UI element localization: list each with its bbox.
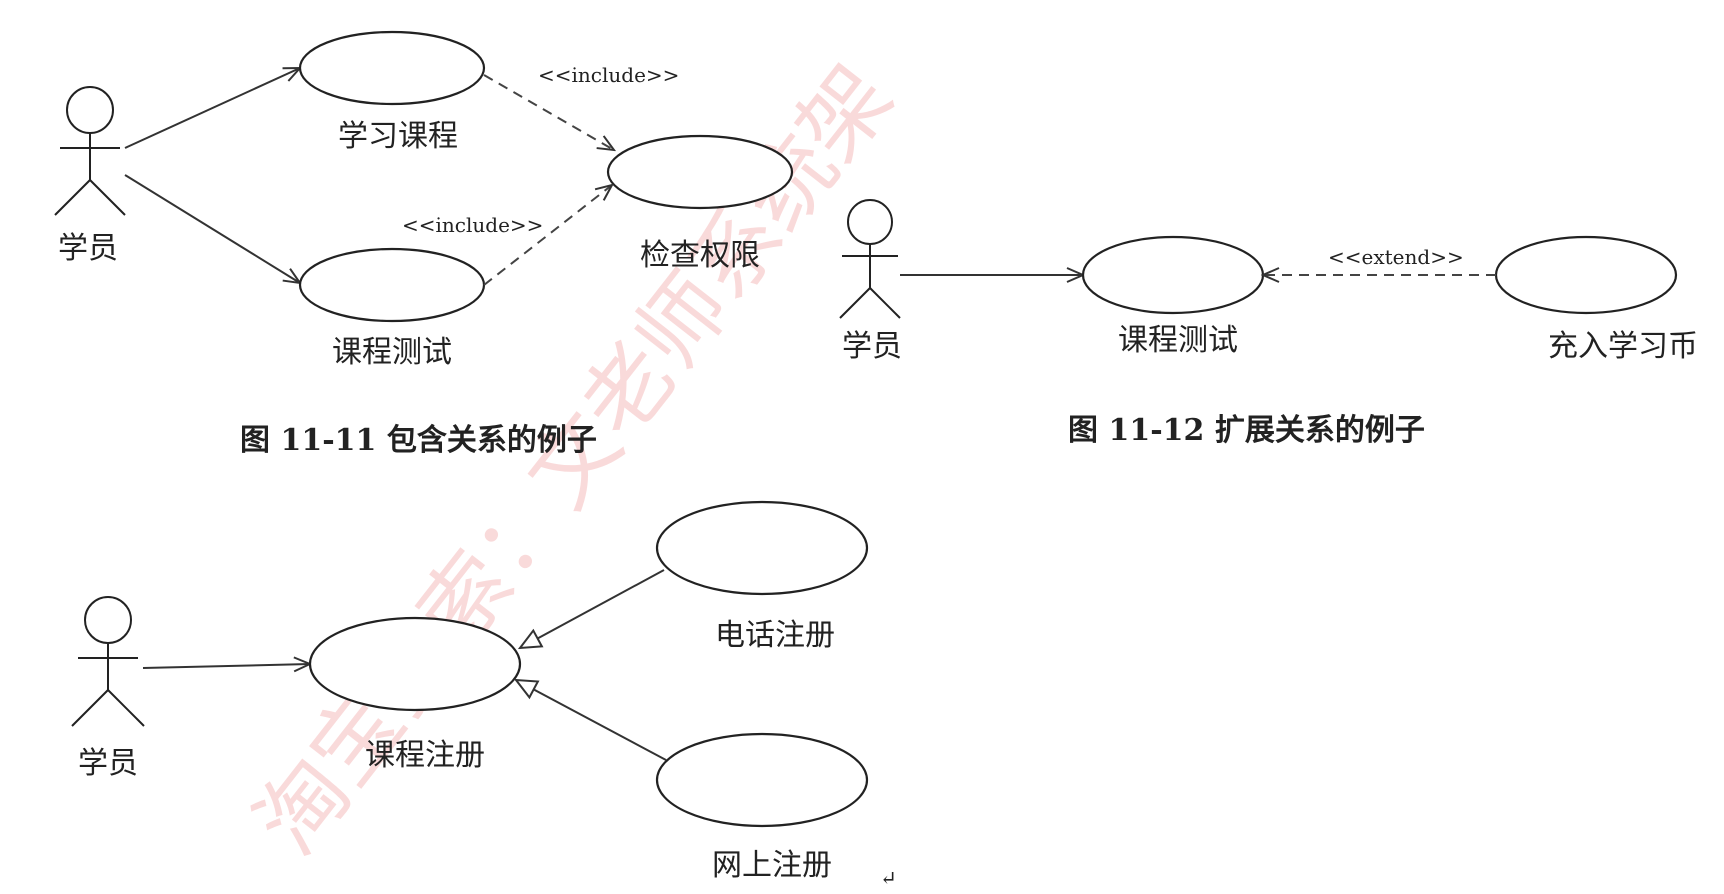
actor-figure-3 (71, 596, 145, 727)
actor-label-1: 学员 (58, 231, 118, 266)
usecase-check-label: 检查权限 (640, 238, 760, 273)
usecase-test-label: 课程测试 (332, 335, 452, 370)
figure-generalization: 学员 课程注册 电话注册 网上注册 ↵ (71, 500, 897, 890)
include-study-check (483, 74, 614, 150)
figure-extend: 学员 课程测试 充入学习币 <<extend>> 图 11-12 扩展关系的例子 (839, 199, 1698, 448)
extend-label: <<extend>> (1328, 245, 1464, 269)
usecase-test-2-label: 课程测试 (1118, 323, 1238, 358)
usecase-check (606, 134, 794, 210)
usecase-register-label: 课程注册 (365, 738, 485, 773)
usecase-study-label: 学习课程 (338, 119, 458, 154)
usecase-online (655, 732, 869, 828)
usecase-test-2 (1081, 235, 1265, 315)
paragraph-mark: ↵ (880, 866, 897, 890)
assoc-actor-register (142, 664, 310, 668)
assoc-actor-study (124, 68, 300, 149)
figure-include: 学员 学习课程 课程测试 检查权限 <<include>> <<include>… (54, 30, 794, 458)
generalization-online-register (516, 680, 667, 761)
actor-figure-2 (839, 199, 901, 319)
assoc-actor-test (124, 174, 300, 283)
generalization-phone-register (520, 569, 665, 648)
usecase-recharge (1494, 235, 1678, 315)
usecase-phone (655, 500, 869, 596)
usecase-register (308, 616, 522, 712)
usecase-test (298, 247, 486, 323)
usecase-study (298, 30, 486, 106)
caption-fig-11-11: 图 11-11 包含关系的例子 (240, 423, 597, 458)
usecase-recharge-label: 充入学习币 (1548, 329, 1698, 364)
actor-label-2: 学员 (842, 329, 902, 364)
include-label-bottom: <<include>> (402, 213, 543, 237)
caption-fig-11-12: 图 11-12 扩展关系的例子 (1068, 413, 1425, 448)
actor-label-3: 学员 (78, 746, 138, 781)
usecase-phone-label: 电话注册 (715, 618, 835, 653)
usecase-online-label: 网上注册 (712, 848, 832, 883)
actor-figure-1 (54, 86, 126, 216)
include-label-top: <<include>> (538, 63, 679, 87)
